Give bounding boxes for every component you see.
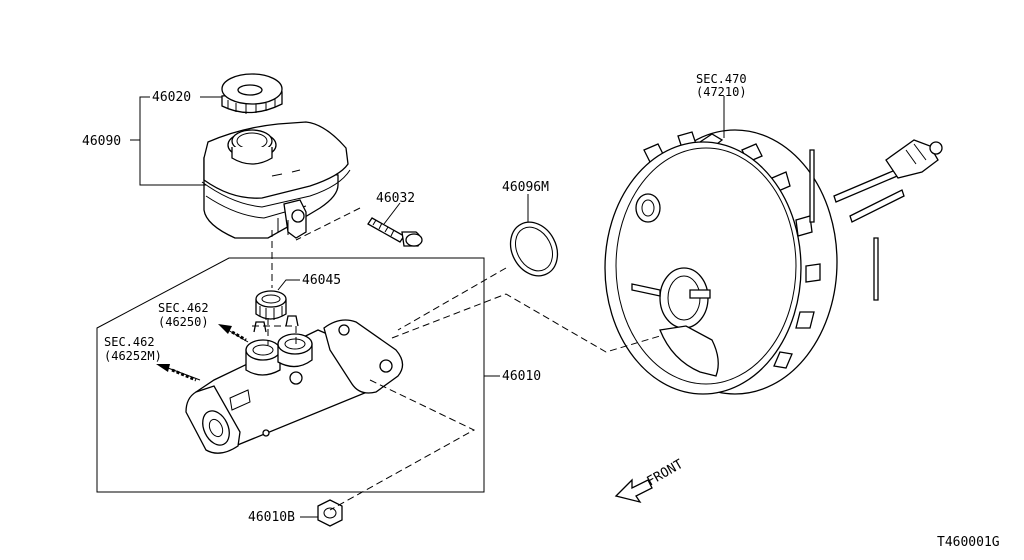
diagram-id: T460001G (937, 535, 1000, 550)
arrow-sec462-46250 (218, 324, 249, 343)
label-46010: 46010 (502, 369, 541, 384)
label-sec462a-line2: (46250) (158, 315, 209, 329)
reservoir-tank (201, 121, 351, 239)
label-sec470-line2: (47210) (696, 85, 747, 99)
label-46010b: 46010B (248, 510, 295, 525)
arrow-sec462-46252m (156, 364, 201, 382)
leader-46045 (277, 279, 300, 291)
label-sec462b-line1: SEC.462 (104, 335, 155, 349)
reservoir-cap (221, 73, 283, 114)
master-cylinder (185, 315, 404, 454)
master-cylinder-group-frame (96, 257, 485, 493)
nut-46010b (317, 499, 343, 527)
label-sec470-line1: SEC.470 (696, 72, 747, 86)
dash-cylinder-to-oring (397, 267, 507, 331)
dash-bolt (295, 207, 361, 241)
grommet-46045 (255, 290, 287, 320)
dash-flange-to-nut (329, 379, 476, 511)
label-front: FRONT (645, 457, 687, 490)
brake-booster (604, 129, 943, 395)
label-46096m: 46096M (502, 180, 549, 195)
label-sec462b-line2: (46252M) (104, 349, 162, 363)
leader-46090-b (139, 140, 206, 186)
leader-46090 (130, 96, 150, 141)
label-46045: 46045 (302, 273, 341, 288)
label-46020: 46020 (152, 90, 191, 105)
leader-46032 (383, 202, 401, 225)
dash-port-box (252, 325, 297, 346)
o-ring-46096m (509, 221, 559, 277)
label-46032: 46032 (376, 191, 415, 206)
label-46090: 46090 (82, 134, 121, 149)
dash-cylinder-to-booster (391, 293, 661, 353)
label-sec462a-line1: SEC.462 (158, 301, 209, 315)
bolt-46032 (367, 217, 423, 247)
front-arrow (614, 478, 653, 504)
